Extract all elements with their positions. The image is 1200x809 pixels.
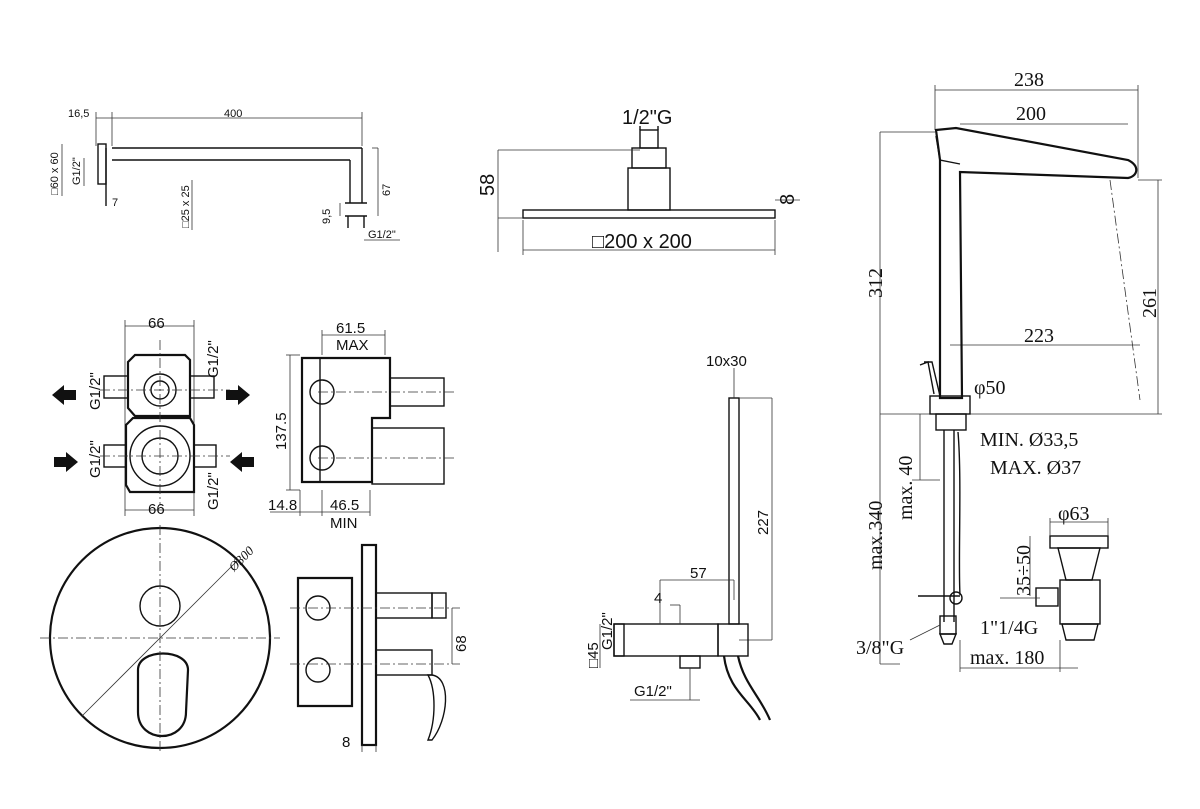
valve-body-front: 66 66 G1/2" G1/2" G1/2" G1/2" — [52, 315, 254, 518]
side-dim-61-5: 61.5 — [336, 320, 365, 337]
bm-dim-261: 261 — [1139, 288, 1161, 318]
bm-dim-phi50: φ50 — [974, 377, 1006, 399]
bm-max-hole: MAX. Ø37 — [990, 457, 1081, 479]
bm-dim-200: 200 — [1016, 103, 1046, 125]
bm-thread-3-8: 3/8"G — [856, 637, 904, 659]
thread-right: G1/2" — [368, 229, 396, 241]
side-max: MAX — [336, 337, 369, 354]
side-dim-137-5: 137.5 — [273, 412, 290, 450]
side-dim-14-8: 14.8 — [268, 497, 297, 514]
hs-dim-4: 4 — [654, 590, 662, 607]
hs-thread-top: G1/2" — [599, 612, 616, 650]
hs-dim-227: 227 — [755, 510, 772, 535]
bm-max-40: max. 40 — [895, 456, 917, 520]
bm-thread-1-1-4: 1"1/4G — [980, 617, 1038, 639]
basin-mixer-drawing: 238 200 312 261 223 φ50 max. 40 MIN. Ø33… — [856, 69, 1162, 672]
shower-head-drawing: 1/2"G 58 8 □200 x 200 — [477, 107, 800, 255]
dim-400: 400 — [224, 108, 242, 120]
bm-dim-35-50: 35÷50 — [1013, 545, 1035, 596]
valve-body-side: 61.5 MAX 137.5 14.8 46.5 MIN — [268, 320, 455, 532]
thread-left: G1/2" — [71, 157, 83, 185]
valve-thread-br: G1/2" — [205, 472, 222, 510]
dim-60x60: □60 x 60 — [49, 152, 61, 195]
dim-67: 67 — [381, 184, 393, 196]
bm-dim-238: 238 — [1014, 69, 1044, 91]
side-min: MIN — [330, 515, 358, 532]
dim-9-5: 9,5 — [321, 209, 333, 224]
valve-thread-tr: G1/2" — [205, 340, 222, 378]
dim-25x25: □25 x 25 — [180, 185, 192, 228]
hs-dim-57: 57 — [690, 565, 707, 582]
side-dim-46-5: 46.5 — [330, 497, 359, 514]
bm-dim-312: 312 — [865, 268, 887, 298]
hand-shower-drawing: 10x30 227 57 4 □45 G1/2" G1/2" — [585, 353, 773, 721]
hs-thread-bottom: G1/2" — [634, 683, 672, 700]
bm-dim-223: 223 — [1024, 325, 1054, 347]
hs-dim-10x30: 10x30 — [706, 353, 747, 370]
hs-dim-45: □45 — [585, 642, 602, 668]
valve-dim-66-top: 66 — [148, 315, 165, 332]
head-thread: 1/2"G — [622, 107, 672, 129]
dim-8: 8 — [777, 194, 799, 205]
bm-min-hole: MIN. Ø33,5 — [980, 429, 1078, 451]
shower-arm-drawing: 16,5 400 □60 x 60 G1/2" 7 □25 x 25 9,5 6… — [49, 108, 400, 241]
head-size: □200 x 200 — [592, 231, 692, 253]
dim-16-5: 16,5 — [68, 108, 89, 120]
bm-max-180: max. 180 — [970, 647, 1044, 669]
faceplate-drawing: Ø300 — [40, 525, 280, 752]
valve-dim-66-bottom: 66 — [148, 501, 165, 518]
faceplate-diameter: Ø300 — [225, 543, 257, 575]
mixer-side-drawing: 68 8 — [290, 543, 470, 752]
valve-thread-tl: G1/2" — [87, 372, 104, 410]
mixer-dim-8: 8 — [342, 734, 350, 751]
dim-58: 58 — [477, 174, 499, 196]
dim-7: 7 — [112, 197, 118, 209]
bm-max-340: max.340 — [865, 501, 887, 570]
bm-dim-phi63: φ63 — [1058, 503, 1090, 525]
valve-thread-bl: G1/2" — [87, 440, 104, 478]
mixer-dim-68: 68 — [453, 635, 470, 652]
